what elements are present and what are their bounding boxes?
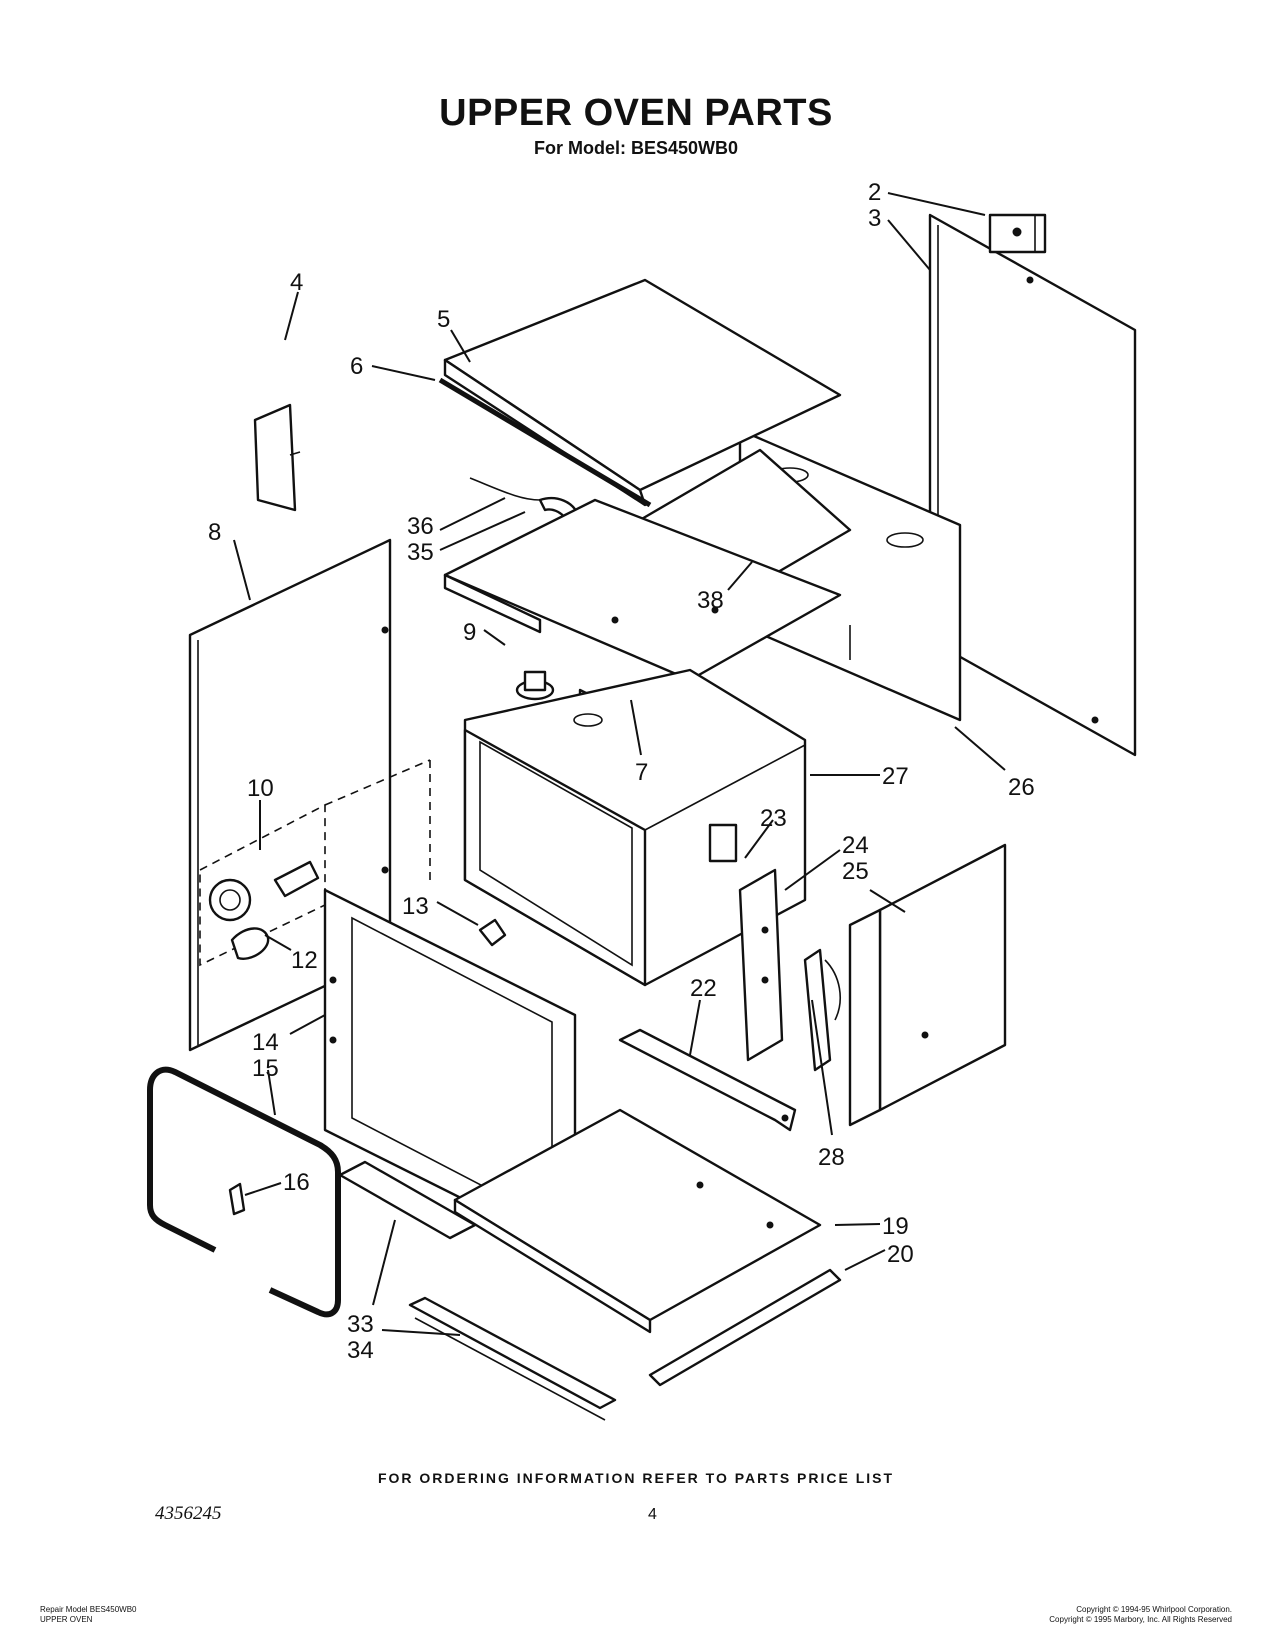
part-24-vertical-bracket [738, 868, 784, 1062]
part-19-bottom-panel [453, 1108, 822, 1334]
part-4-bracket [253, 403, 301, 512]
part-9-thermostat [515, 670, 555, 701]
callout-7: 7 [635, 759, 648, 786]
copyright-line-2: Copyright © 1995 Marbory, Inc. All Right… [1049, 1615, 1232, 1624]
part-22-bracket-rail [618, 1028, 797, 1132]
part-16-fastener [228, 1182, 246, 1216]
part-13-clip [478, 918, 507, 947]
callout-12: 12 [291, 947, 318, 974]
callout-16: 16 [283, 1169, 310, 1196]
document-number: 4356245 [155, 1503, 222, 1524]
callout-9: 9 [463, 619, 476, 646]
callout-13: 13 [402, 893, 429, 920]
callout-26: 26 [1008, 774, 1035, 801]
part-2-bracket [988, 213, 1047, 254]
callout-35: 35 [407, 539, 434, 566]
footer-model-line: Repair Model BES450WB0 [40, 1605, 137, 1614]
page-title: UPPER OVEN PARTS [439, 92, 833, 134]
part-15-gasket [147, 1066, 341, 1318]
callout-4: 4 [290, 269, 303, 296]
footer-copyright: Copyright © 1994-95 Whirlpool Corporatio… [1049, 1605, 1232, 1625]
callout-20: 20 [887, 1241, 914, 1268]
callout-22: 22 [690, 975, 717, 1002]
part-10-12-light-assembly [199, 759, 431, 967]
callout-19: 19 [882, 1213, 909, 1240]
page-number: 4 [648, 1506, 657, 1523]
callout-14: 14 [252, 1029, 279, 1056]
callout-leaders [233, 192, 1006, 1336]
callout-33: 33 [347, 1311, 374, 1338]
callout-23: 23 [760, 805, 787, 832]
callout-10: 10 [247, 775, 274, 802]
part-34-lower-rail [408, 1296, 617, 1421]
callout-2: 2 [868, 179, 881, 206]
part-3-rear-panel [928, 213, 1137, 757]
part-20-side-rail [648, 1268, 842, 1387]
callout-labels: 2 3 4 5 6 7 8 9 10 12 13 14 15 16 19 20 … [208, 179, 1035, 1364]
callout-36: 36 [407, 513, 434, 540]
part-27-oven-liner [463, 668, 807, 987]
part-6-element-strip [438, 377, 652, 508]
part-33-lower-trim [338, 1160, 477, 1240]
callout-6: 6 [350, 353, 363, 380]
footer-section-line: UPPER OVEN [40, 1615, 93, 1624]
ordering-note: FOR ORDERING INFORMATION REFER TO PARTS … [377, 1470, 895, 1486]
part-5-top-panel [443, 278, 842, 507]
callout-15: 15 [252, 1055, 279, 1082]
callout-8: 8 [208, 519, 221, 546]
copyright-line-1: Copyright © 1994-95 Whirlpool Corporatio… [1076, 1605, 1232, 1614]
model-subtitle: For Model: BES450WB0 [533, 138, 739, 158]
callout-24: 24 [842, 832, 869, 859]
callout-5: 5 [437, 306, 450, 333]
callout-34: 34 [347, 1337, 374, 1364]
callout-38: 38 [697, 587, 724, 614]
callout-27: 27 [882, 763, 909, 790]
callout-28: 28 [818, 1144, 845, 1171]
part-25-side-panel [848, 843, 1007, 1127]
footer-model-info: Repair Model BES450WB0 UPPER OVEN [40, 1605, 137, 1625]
callout-25: 25 [842, 858, 869, 885]
part-28-latch [803, 948, 841, 1072]
callout-3: 3 [868, 205, 881, 232]
